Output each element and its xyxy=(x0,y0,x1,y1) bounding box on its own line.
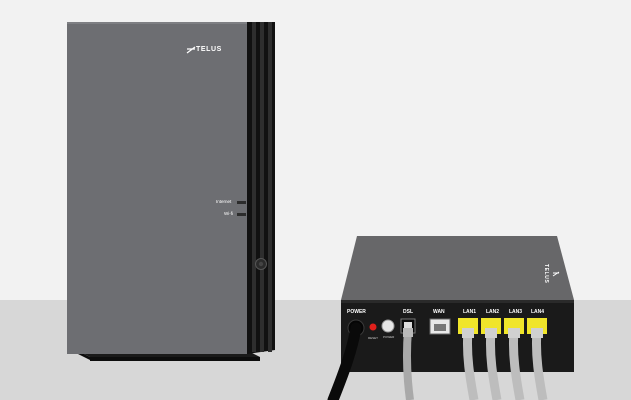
wifi-indicator-label: Wi-fi xyxy=(224,211,233,216)
telus-logo-icon-modem xyxy=(552,271,560,277)
router xyxy=(67,22,275,361)
internet-indicator-light xyxy=(237,201,246,204)
power-cable xyxy=(327,322,362,400)
dsl-port-label: DSL xyxy=(403,309,413,315)
dsl-cable xyxy=(402,329,414,400)
lan4-port-label: LAN4 xyxy=(531,309,545,315)
reset-label: RESET xyxy=(368,336,379,340)
modem-brand-label: TELUS xyxy=(543,264,549,284)
lan3-port-label: LAN3 xyxy=(509,309,523,315)
internet-indicator-label: Internet xyxy=(216,199,232,204)
cables xyxy=(327,322,548,400)
power-switch[interactable] xyxy=(381,319,395,333)
power-port-label: POWER xyxy=(347,309,366,315)
lan2-port-label: LAN2 xyxy=(486,309,500,315)
wifi-indicator-light xyxy=(237,213,246,216)
power-switch-label: POWER xyxy=(383,335,395,339)
reset-button[interactable] xyxy=(369,323,377,331)
modem-top xyxy=(341,236,574,300)
router-brand-label: TELUS xyxy=(196,46,222,53)
router-front-panel xyxy=(67,22,247,354)
lan1-port-label: LAN1 xyxy=(463,309,477,315)
wan-port-label: WAN xyxy=(433,309,445,315)
telus-logo-icon xyxy=(186,46,196,54)
